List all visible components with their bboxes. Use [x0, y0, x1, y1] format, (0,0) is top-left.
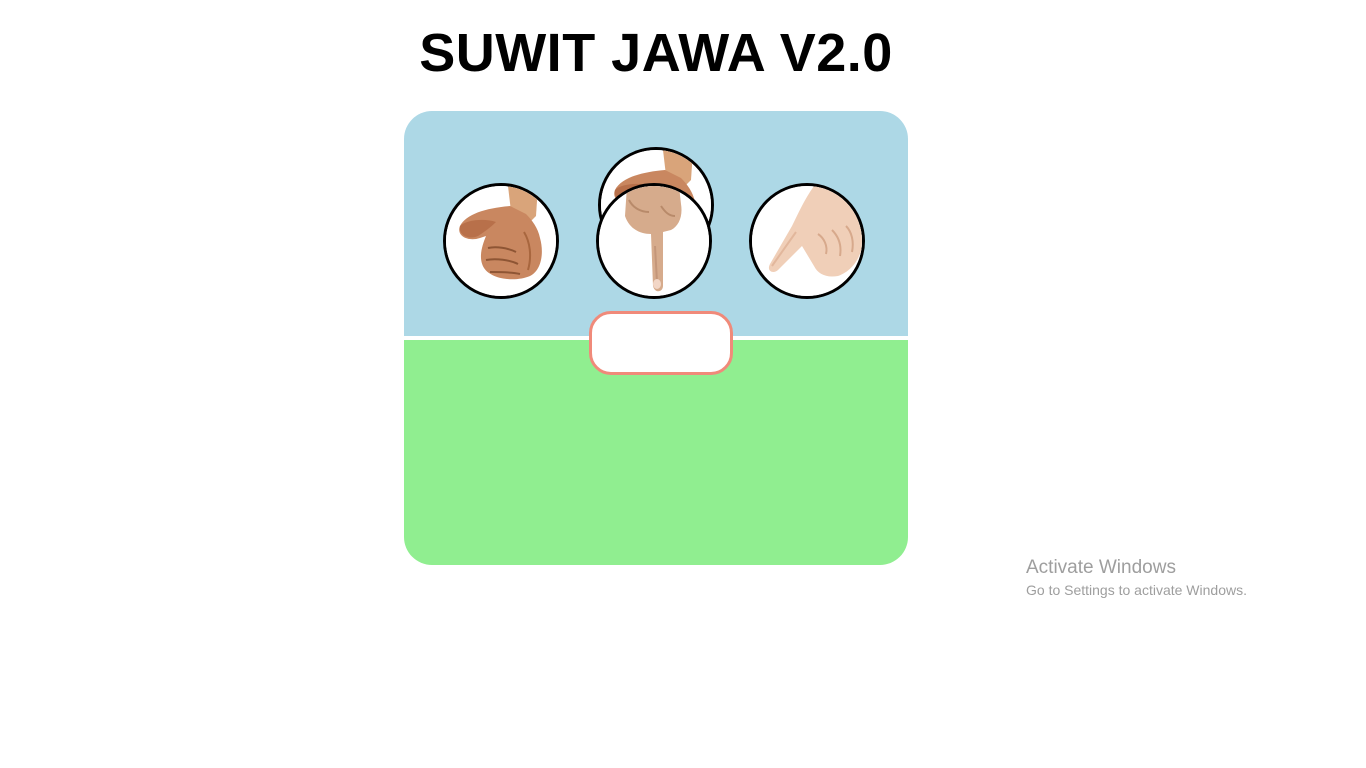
watermark-subtitle: Go to Settings to activate Windows.: [1026, 582, 1247, 598]
result-display: [589, 311, 733, 375]
index-down-icon: [599, 186, 709, 296]
choice-gajah-button[interactable]: [443, 183, 559, 299]
watermark-title: Activate Windows: [1026, 557, 1176, 578]
player-area: [404, 340, 908, 565]
pinky-point-icon: [752, 186, 862, 296]
choice-orang-button[interactable]: [596, 183, 712, 299]
game-board: [404, 111, 908, 565]
thumb-fist-icon: [446, 186, 556, 296]
choice-semut-button[interactable]: [749, 183, 865, 299]
windows-activation-watermark: Activate Windows Go to Settings to activ…: [1026, 556, 1247, 600]
page-title: SUWIT JAWA V2.0: [419, 23, 893, 83]
